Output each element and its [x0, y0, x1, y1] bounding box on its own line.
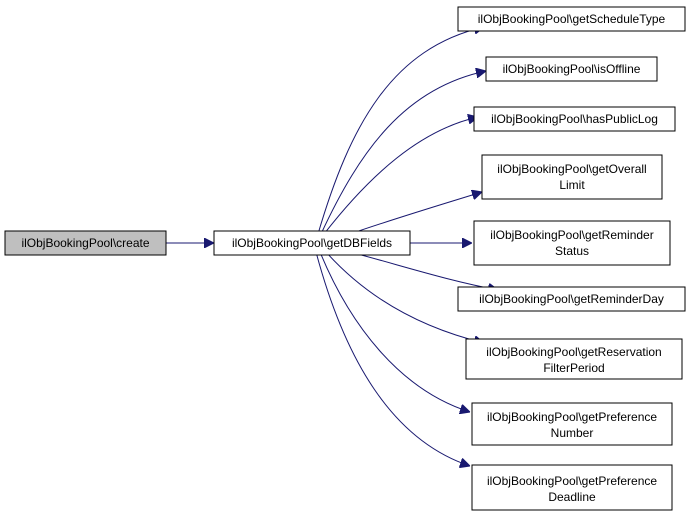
- node-getreminderstatus-label-line1: ilObjBookingPool\getReminder: [490, 228, 653, 242]
- node-getreminderstatus-label-line2: Status: [555, 244, 589, 258]
- node-getscheduletype-label: ilObjBookingPool\getScheduleType: [478, 12, 666, 26]
- node-getpreferencedeadline-label-line2: Deadline: [548, 490, 596, 504]
- node-getdbfields[interactable]: ilObjBookingPool\getDBFields: [213, 230, 411, 256]
- edge-getdbfields-to-getpreferencedeadline: [315, 251, 470, 466]
- node-getreminderday[interactable]: ilObjBookingPool\getReminderDay: [457, 286, 686, 312]
- node-getreservationfilterperiod-label-line2: FilterPeriod: [543, 361, 604, 375]
- node-getscheduletype[interactable]: ilObjBookingPool\getScheduleType: [457, 6, 686, 32]
- node-getreminderstatus[interactable]: ilObjBookingPool\getReminder Status: [473, 220, 671, 266]
- edge-getdbfields-to-getpreferencenumber: [319, 251, 470, 412]
- node-getreservationfilterperiod[interactable]: ilObjBookingPool\getReservation FilterPe…: [465, 338, 683, 380]
- node-haspubliclog-label: ilObjBookingPool\hasPublicLog: [491, 112, 658, 126]
- node-getpreferencenumber-label-line2: Number: [551, 426, 594, 440]
- node-create[interactable]: ilObjBookingPool\create: [4, 230, 167, 256]
- node-getreservationfilterperiod-label-line1: ilObjBookingPool\getReservation: [486, 345, 661, 359]
- edge-getdbfields-to-getreminderday: [349, 251, 498, 290]
- node-create-label: ilObjBookingPool\create: [21, 236, 149, 250]
- edge-getdbfields-to-getoveralllimit: [349, 192, 482, 235]
- node-haspubliclog[interactable]: ilObjBookingPool\hasPublicLog: [473, 106, 676, 132]
- node-getpreferencenumber-label-line1: ilObjBookingPool\getPreference: [487, 410, 657, 424]
- node-getpreferencedeadline[interactable]: ilObjBookingPool\getPreference Deadline: [471, 464, 673, 511]
- node-getpreferencenumber[interactable]: ilObjBookingPool\getPreference Number: [471, 402, 673, 446]
- node-getreminderday-label: ilObjBookingPool\getReminderDay: [479, 292, 664, 306]
- edge-getdbfields-to-getscheduletype: [317, 27, 484, 235]
- node-getoveralllimit-label-line2: Limit: [559, 178, 585, 192]
- node-getpreferencedeadline-label-line1: ilObjBookingPool\getPreference: [487, 474, 657, 488]
- node-isoffline[interactable]: ilObjBookingPool\isOffline: [485, 56, 658, 82]
- node-getoveralllimit-label-line1: ilObjBookingPool\getOverall: [497, 162, 646, 176]
- edge-getdbfields-to-isoffline: [320, 71, 486, 235]
- node-isoffline-label: ilObjBookingPool\isOffline: [503, 62, 641, 76]
- node-getdbfields-label: ilObjBookingPool\getDBFields: [232, 236, 392, 250]
- node-getoveralllimit[interactable]: ilObjBookingPool\getOverall Limit: [481, 154, 663, 200]
- edge-getdbfields-to-getreservationfilterperiod: [325, 251, 484, 343]
- edge-getdbfields-to-haspubliclog: [323, 117, 478, 235]
